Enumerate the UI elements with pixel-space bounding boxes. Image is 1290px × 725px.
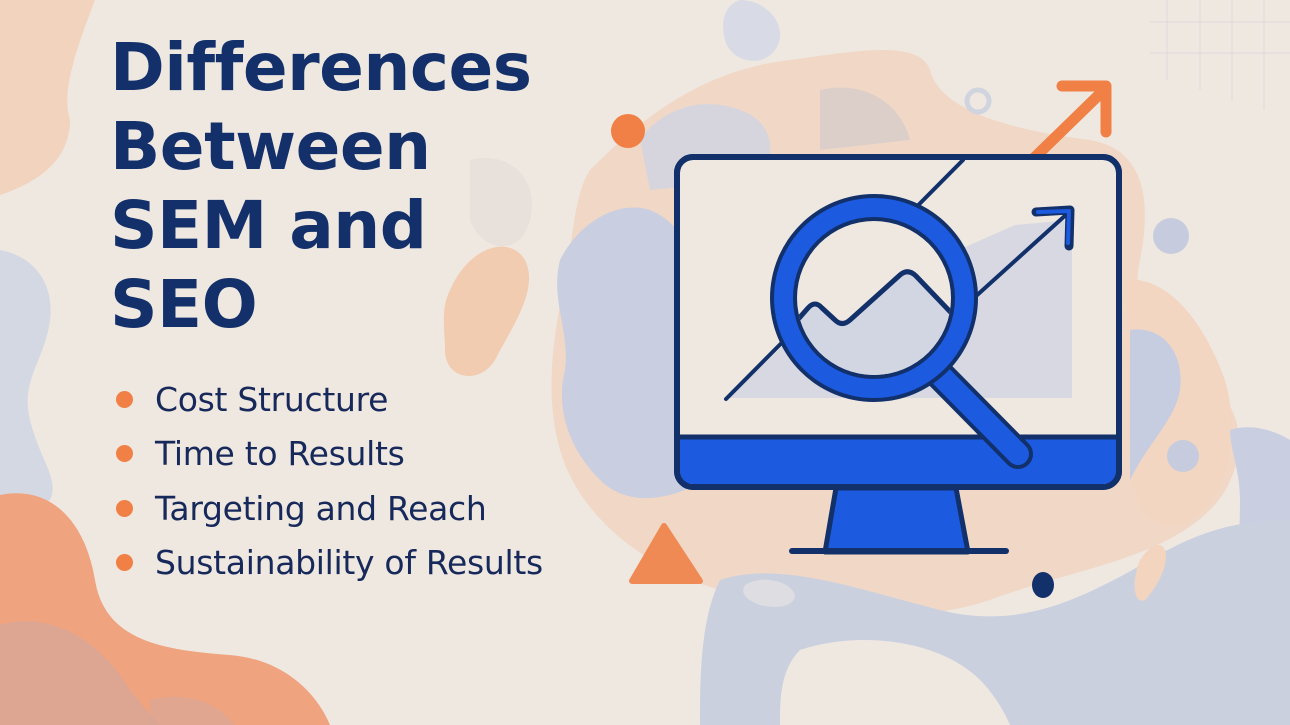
growth-arrow-icon	[1026, 80, 1112, 166]
bullet-dot-icon	[116, 445, 133, 463]
bullet-dot-icon	[116, 554, 133, 572]
title-line: SEM and	[110, 187, 427, 264]
orange-triangle-icon	[629, 523, 703, 584]
bullet-list: Cost Structure Time to Results Targeting…	[116, 372, 543, 590]
title-line: Between	[110, 108, 431, 185]
orange-dot-icon	[611, 114, 645, 148]
bullet-label: Cost Structure	[155, 379, 389, 419]
list-item: Time to Results	[116, 427, 543, 482]
bullet-label: Sustainability of Results	[155, 543, 543, 583]
title-line: SEO	[110, 266, 258, 343]
trend-arrow-icon	[1031, 205, 1075, 251]
list-item: Sustainability of Results	[116, 536, 543, 591]
page-title: Differences Between SEM and SEO	[110, 28, 532, 344]
bullet-dot-icon	[116, 390, 133, 408]
list-item: Cost Structure	[116, 372, 543, 427]
bullet-dot-icon	[116, 499, 133, 517]
bullet-label: Targeting and Reach	[155, 488, 487, 528]
list-item: Targeting and Reach	[116, 481, 543, 536]
bullet-label: Time to Results	[155, 434, 405, 474]
magnifying-glass-icon	[770, 194, 1033, 469]
navy-dot-icon	[1032, 572, 1054, 598]
title-line: Differences	[110, 29, 532, 106]
